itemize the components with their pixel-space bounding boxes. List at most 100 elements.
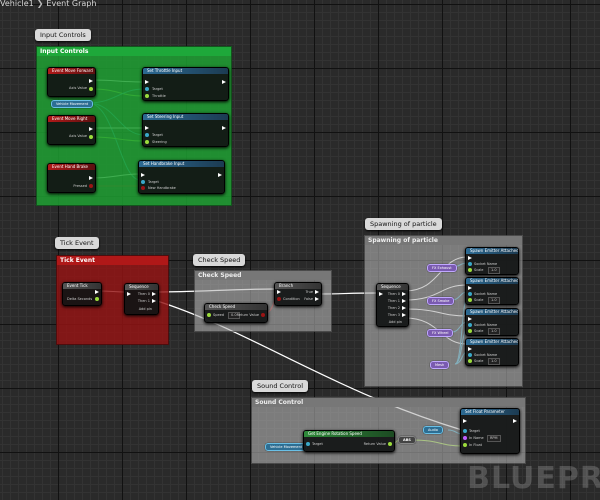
float-pin[interactable] bbox=[95, 297, 99, 301]
exec-out-pin[interactable] bbox=[402, 306, 406, 310]
node-abs[interactable]: ABS bbox=[398, 436, 416, 444]
scale-value-field[interactable]: 1.0 bbox=[488, 328, 500, 335]
object-pin[interactable] bbox=[468, 262, 472, 266]
exec-out-pin[interactable] bbox=[152, 299, 156, 303]
node-event-move-forward[interactable]: Event Move Forward Axis Value bbox=[47, 67, 96, 97]
pin-label: Then 0 bbox=[387, 292, 400, 296]
exec-out-pin[interactable] bbox=[402, 299, 406, 303]
target-pin[interactable] bbox=[145, 133, 149, 137]
float-pin[interactable] bbox=[145, 94, 149, 98]
breadcrumb-asset[interactable]: Vehicle1 bbox=[0, 0, 34, 8]
node-spawn-emitter-4[interactable]: Spawn Emitter Attached Socket Name Scale… bbox=[465, 338, 519, 366]
name-pin[interactable] bbox=[463, 436, 467, 440]
float-pin[interactable] bbox=[207, 313, 211, 317]
float-pin[interactable] bbox=[468, 298, 472, 302]
in-name-field[interactable]: RPM bbox=[487, 435, 501, 442]
breadcrumb-graph[interactable]: Event Graph bbox=[46, 0, 97, 8]
add-pin-button[interactable]: Add pin bbox=[138, 307, 152, 311]
node-sequence[interactable]: Sequence Then 0 Then 1 Add pin bbox=[124, 283, 159, 315]
scale-value-field[interactable]: 1.0 bbox=[488, 297, 500, 304]
exec-out-pin[interactable] bbox=[402, 313, 406, 317]
float-pin[interactable] bbox=[468, 359, 472, 363]
exec-out-pin[interactable] bbox=[315, 290, 319, 294]
pin-label: Socket Name bbox=[474, 292, 498, 296]
var-fx-pill-1[interactable]: FX Exhaust bbox=[427, 264, 457, 272]
var-fx-pill-3[interactable]: FX Wheel bbox=[427, 329, 454, 337]
node-event-move-right[interactable]: Event Move Right Axis Value bbox=[47, 115, 96, 145]
float-pin[interactable] bbox=[463, 443, 467, 447]
bool-pin[interactable] bbox=[89, 184, 93, 188]
exec-pin[interactable] bbox=[89, 127, 93, 131]
node-set-float-parameter[interactable]: Set Float Parameter Target In Name RPM I… bbox=[460, 408, 520, 454]
bool-pin[interactable] bbox=[261, 313, 265, 317]
target-pin[interactable] bbox=[463, 429, 467, 433]
node-event-hand-brake[interactable]: Event Hand Brake Pressed bbox=[47, 163, 96, 193]
var-vehicle-movement-2[interactable]: Vehicle Movement bbox=[265, 443, 308, 451]
node-set-steering-input[interactable]: Set Steering Input Target Steering bbox=[142, 113, 229, 147]
node-check-speed[interactable]: Check Speed Speed 0.0 Return Value bbox=[204, 303, 268, 323]
exec-in-pin[interactable] bbox=[468, 256, 472, 260]
exec-in-pin[interactable] bbox=[468, 317, 472, 321]
pin-label: Scale bbox=[474, 359, 484, 363]
node-spawn-emitter-3[interactable]: Spawn Emitter Attached Socket Name Scale… bbox=[465, 308, 519, 336]
float-pin[interactable] bbox=[89, 135, 93, 139]
node-set-throttle-input[interactable]: Set Throttle Input Target Throttle bbox=[142, 67, 229, 101]
comment-tab-tick-event[interactable]: Tick Event bbox=[55, 237, 99, 249]
exec-in-pin[interactable] bbox=[468, 347, 472, 351]
exec-out-pin[interactable] bbox=[152, 292, 156, 296]
scale-value-field[interactable]: 1.0 bbox=[488, 358, 500, 365]
exec-pin[interactable] bbox=[89, 176, 93, 180]
scale-value-field[interactable]: 1.0 bbox=[488, 267, 500, 274]
exec-in-pin[interactable] bbox=[141, 173, 145, 177]
float-pin[interactable] bbox=[468, 329, 472, 333]
exec-out-pin[interactable] bbox=[222, 80, 226, 84]
node-title: Branch bbox=[275, 283, 321, 289]
float-pin[interactable] bbox=[145, 140, 149, 144]
exec-out-pin[interactable] bbox=[315, 297, 319, 301]
object-pin[interactable] bbox=[468, 292, 472, 296]
node-spawn-emitter-1[interactable]: Spawn Emitter Attached Socket Name Scale… bbox=[465, 247, 519, 275]
comment-tab-input-controls[interactable]: Input Controls bbox=[35, 29, 91, 41]
node-get-engine-rotation-speed[interactable]: Get Engine Rotation Speed Target Return … bbox=[303, 430, 395, 452]
pin-label: Delta Seconds bbox=[67, 297, 93, 301]
var-fx-pill-2[interactable]: FX Smoke bbox=[427, 297, 455, 305]
exec-in-pin[interactable] bbox=[145, 126, 149, 130]
object-pin[interactable] bbox=[468, 353, 472, 357]
node-title: Event Move Forward bbox=[48, 68, 95, 74]
node-branch[interactable]: Branch True Condition False bbox=[274, 282, 322, 306]
comment-tab-check-speed[interactable]: Check Speed bbox=[193, 254, 246, 266]
exec-in-pin[interactable] bbox=[145, 80, 149, 84]
comment-tab-spawning[interactable]: Spawning of particle bbox=[365, 218, 442, 230]
var-mesh-pill[interactable]: Mesh bbox=[430, 361, 450, 369]
exec-out-pin[interactable] bbox=[402, 292, 406, 296]
exec-in-pin[interactable] bbox=[127, 292, 131, 296]
exec-out-pin[interactable] bbox=[222, 126, 226, 130]
float-pin[interactable] bbox=[468, 268, 472, 272]
var-audio-pill[interactable]: Audio bbox=[423, 426, 443, 434]
float-pin[interactable] bbox=[388, 442, 392, 446]
exec-in-pin[interactable] bbox=[277, 290, 281, 294]
float-pin[interactable] bbox=[89, 87, 93, 91]
exec-pin[interactable] bbox=[89, 79, 93, 83]
node-spawn-emitter-2[interactable]: Spawn Emitter Attached Socket Name Scale… bbox=[465, 277, 519, 305]
exec-in-pin[interactable] bbox=[463, 419, 467, 423]
object-pin[interactable] bbox=[468, 323, 472, 327]
exec-in-pin[interactable] bbox=[468, 286, 472, 290]
speed-value-field[interactable]: 0.0 bbox=[228, 312, 240, 319]
exec-in-pin[interactable] bbox=[379, 292, 383, 296]
bool-pin[interactable] bbox=[277, 297, 281, 301]
exec-out-pin[interactable] bbox=[513, 419, 517, 423]
bool-pin[interactable] bbox=[141, 186, 145, 190]
var-vehicle-movement[interactable]: Vehicle Movement bbox=[51, 100, 94, 108]
node-event-tick[interactable]: Event Tick Delta Seconds bbox=[62, 282, 102, 306]
target-pin[interactable] bbox=[145, 87, 149, 91]
add-pin-button[interactable]: Add pin bbox=[388, 320, 402, 324]
target-pin[interactable] bbox=[306, 442, 310, 446]
target-pin[interactable] bbox=[141, 180, 145, 184]
node-sequence-spawn[interactable]: Sequence Then 0 Then 1 Then 2 Then 3 Add… bbox=[376, 283, 409, 327]
exec-out-pin[interactable] bbox=[218, 173, 222, 177]
pin-label: Target bbox=[312, 442, 323, 446]
comment-tab-sound-control[interactable]: Sound Control bbox=[252, 380, 309, 392]
exec-pin[interactable] bbox=[95, 290, 99, 294]
node-set-handbrake-input[interactable]: Set Handbrake Input Target New Handbrake bbox=[138, 160, 225, 194]
